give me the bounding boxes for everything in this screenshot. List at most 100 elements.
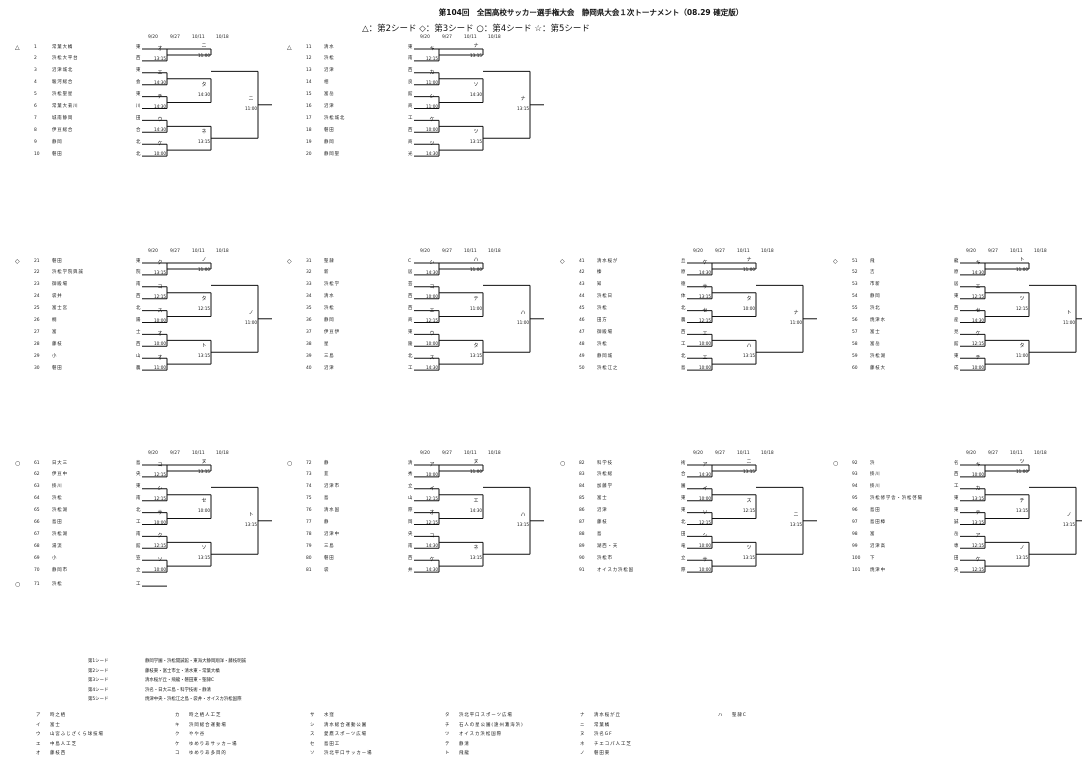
team-region: 工	[408, 365, 413, 371]
team-region: 北	[136, 306, 141, 312]
venue-name: 浜名GF	[594, 732, 613, 737]
team-name: 浜松湖	[870, 353, 886, 359]
r2-match-time: 11:00	[469, 468, 483, 474]
team-region: 西	[136, 294, 141, 300]
r3-match-label: ノ	[248, 309, 254, 316]
team-number: 86	[579, 508, 585, 514]
team-number: 37	[306, 329, 312, 335]
team-number: 11	[306, 44, 312, 50]
venue-key: タ	[445, 713, 450, 718]
r2-match-label: ノ	[201, 256, 207, 263]
r1-match-time: 12:15	[971, 293, 985, 299]
team-region: 館	[136, 543, 141, 549]
date-header: 10/11	[464, 35, 477, 40]
team-number: 10	[34, 151, 40, 157]
team-number: 42	[579, 270, 585, 276]
r1-match-label: シ	[157, 485, 163, 492]
r1-match-time: 10:00	[153, 317, 167, 323]
team-number: 40	[306, 365, 312, 371]
venue-name: 清水総合運動公園	[324, 722, 368, 728]
team-name: 沼津	[597, 508, 608, 514]
team-region: 龍	[954, 258, 959, 264]
r1-match-time: 11:00	[425, 103, 439, 109]
team-name: 浜松	[52, 496, 63, 502]
team-region: 東	[136, 258, 141, 264]
team-number: 23	[34, 282, 40, 288]
team-region: 北	[408, 353, 413, 359]
r2-match-label: ヌ	[473, 458, 479, 465]
team-name: 静岡	[324, 139, 335, 145]
r1-match-time: 14:30	[425, 151, 439, 157]
venue-name: チエコパ人工芝	[594, 741, 632, 747]
team-number: 82	[579, 460, 585, 466]
team-number: 94	[852, 484, 858, 490]
team-number: 14	[306, 80, 312, 86]
team-region: 川	[136, 104, 141, 109]
team-region: 見	[954, 329, 959, 335]
r2-match-time: 11:00	[1015, 266, 1029, 272]
team-name: 静	[324, 520, 330, 525]
date-header: 10/11	[192, 451, 205, 456]
r1-match-time: 12:15	[971, 341, 985, 347]
venue-key: カ	[175, 713, 180, 718]
team-name: 湖西・天	[597, 543, 619, 549]
r3-match-label: ニ	[248, 95, 254, 102]
team-region: 工	[136, 581, 141, 587]
team-number: 3	[34, 68, 37, 74]
r2-match-label: ネ	[473, 545, 479, 552]
r1-match-label: オ	[157, 331, 163, 338]
team-number: 83	[579, 472, 585, 478]
r1-match-time: 10:00	[425, 127, 439, 133]
team-region: 北	[136, 508, 141, 514]
team-name: 浜松	[52, 581, 63, 587]
r1-match-time: 10:00	[698, 365, 712, 371]
team-name: 浜松	[597, 341, 608, 347]
r1-match-label: カ	[975, 485, 981, 492]
r3-match-time: 13:15	[516, 521, 530, 527]
r2-match-label: ヌ	[201, 458, 207, 465]
team-name: 静	[324, 460, 330, 466]
team-region: 徳	[681, 282, 686, 288]
team-number: 34	[306, 294, 312, 300]
team-region: 士	[136, 329, 141, 335]
date-header: 9/20	[148, 35, 158, 40]
venue-key: ケ	[175, 741, 180, 747]
r1-match-time: 10:00	[698, 341, 712, 347]
team-number: 90	[579, 555, 585, 561]
team-name: 島	[324, 496, 330, 502]
r2-match-time: 13:15	[469, 555, 483, 561]
r2-match-label: ツ	[1019, 458, 1025, 465]
team-name: 御殿場	[597, 329, 613, 335]
r1-match-time: 14:30	[971, 269, 985, 275]
r1-match-time: 10:00	[153, 567, 167, 573]
r2-match-time: 13:15	[197, 353, 211, 359]
r1-match-label: チ	[157, 93, 163, 100]
team-region: 工	[681, 341, 686, 347]
r2-match-time: 13:15	[742, 468, 756, 474]
team-region: 合	[681, 472, 686, 478]
team-name: 伊豆伊	[324, 329, 340, 335]
r2-match-time: 13:15	[1015, 507, 1029, 513]
r1-match-label: テ	[975, 509, 981, 516]
team-number: 87	[579, 520, 585, 525]
team-name: 小	[52, 555, 58, 561]
r1-match-time: 13:15	[971, 495, 985, 501]
r1-match-label: シ	[429, 93, 435, 100]
date-header: 10/18	[488, 249, 501, 254]
r1-match-label: ア	[975, 533, 981, 540]
seed-list-label: 第2シード	[88, 668, 109, 674]
team-number: 38	[306, 341, 312, 347]
team-number: 85	[579, 496, 585, 502]
team-region: 館	[954, 341, 959, 347]
date-header: 9/27	[442, 35, 452, 40]
team-region: 東	[136, 92, 141, 98]
r1-match-time: 10:00	[971, 471, 985, 477]
team-number: 96	[852, 508, 858, 514]
team-region: 会	[136, 80, 141, 86]
team-number: 59	[852, 353, 858, 359]
venue-key: ク	[175, 732, 180, 737]
r2-match-label: タ	[746, 295, 752, 302]
team-number: 46	[579, 318, 585, 323]
team-region: 際	[681, 567, 686, 573]
r1-match-label: オ	[157, 355, 163, 362]
